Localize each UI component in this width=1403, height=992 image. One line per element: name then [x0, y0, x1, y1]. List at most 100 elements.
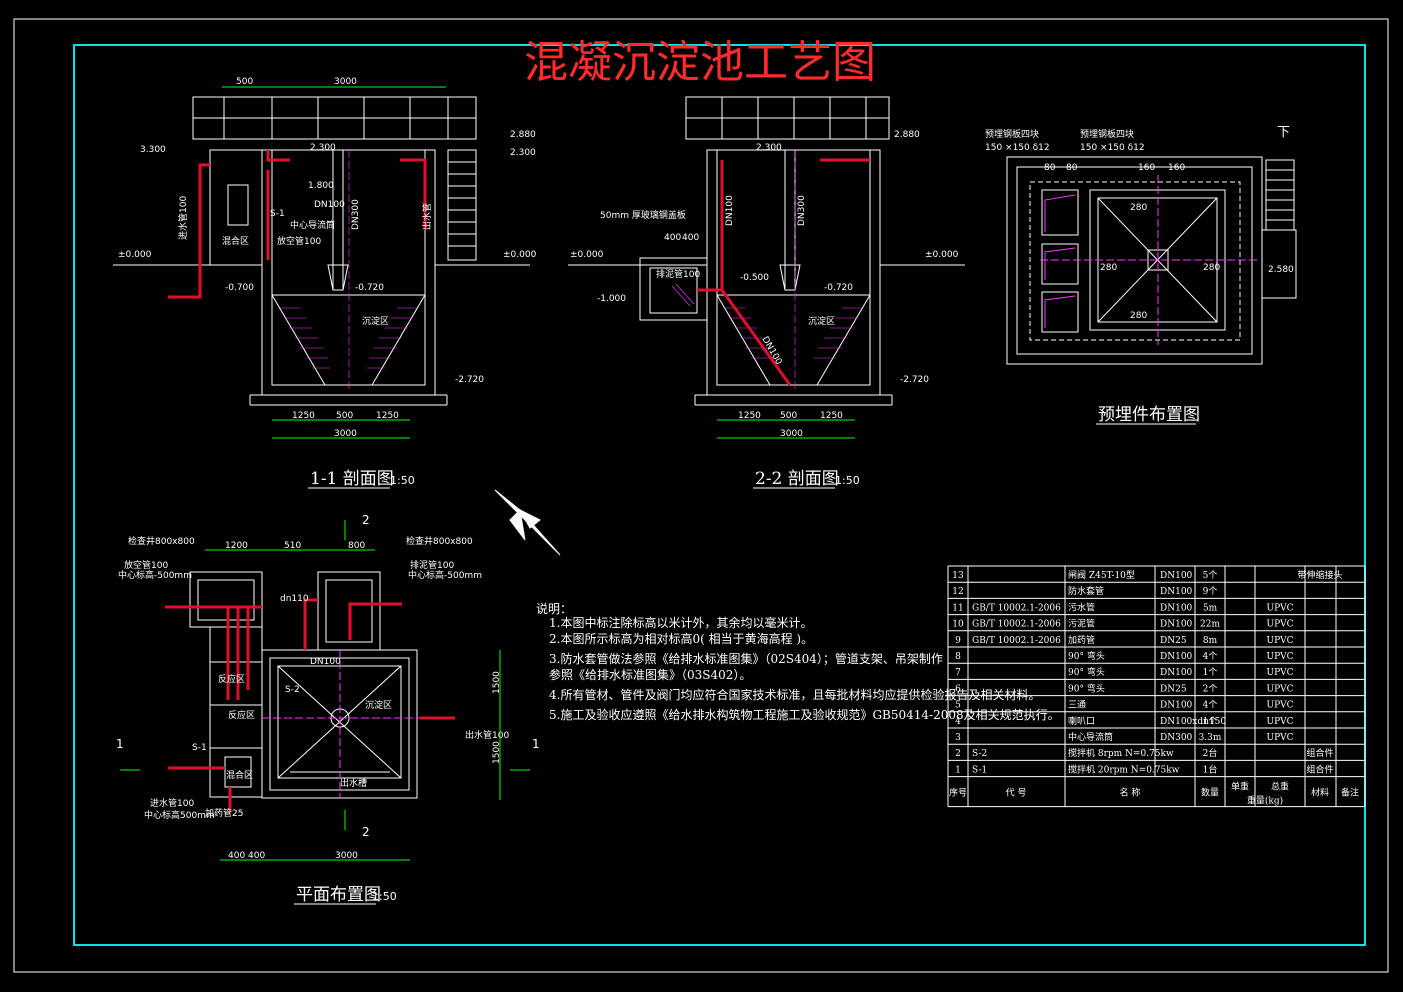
bom-cell-spec: DN100 [1160, 652, 1193, 662]
bom-cell-name: 90° 弯头 [1068, 650, 1105, 662]
svg-text:5.施工及验收应遵照《给水排水构筑物工程施工及验收规范》GB: 5.施工及验收应遵照《给水排水构筑物工程施工及验收规范》GB50414-2008… [549, 707, 1060, 722]
bom-cell-code: S-1 [972, 765, 987, 775]
svg-text:放空管100: 放空管100 [277, 235, 321, 247]
svg-text:中心标高-500mm: 中心标高-500mm [118, 569, 192, 581]
outer-border [13, 18, 1389, 973]
svg-text:±0.000: ±0.000 [570, 250, 604, 260]
section-1-1-text: 500 3000 3.300 2.880 2.300 ±0.000 ±0.000… [118, 77, 537, 489]
drawing-frame [73, 44, 1366, 946]
bom-cell-qty: 1台 [1203, 763, 1218, 775]
svg-text:160: 160 [1138, 163, 1155, 173]
bom-cell-no: 6 [955, 684, 961, 694]
bom-cell-qty: 4个 [1203, 651, 1218, 662]
plan-text: 检查井800x800 放空管100 中心标高-500mm 检查井800x800 … [116, 513, 540, 905]
bom-cell-name: 闸阀 Z45T-10型 [1068, 570, 1135, 581]
bom-cell-material: UPVC [1266, 652, 1293, 662]
svg-text:1250: 1250 [376, 411, 399, 421]
svg-text:沉淀区: 沉淀区 [365, 699, 392, 711]
svg-text:1500: 1500 [492, 741, 502, 764]
svg-text:1-1 剖面图: 1-1 剖面图 [310, 469, 394, 489]
svg-text:沉淀区: 沉淀区 [808, 315, 835, 327]
bom-cell-no: 3 [955, 733, 961, 743]
bom-cell-name: 防水套管 [1068, 585, 1104, 597]
svg-text:预埋钢板四块: 预埋钢板四块 [1080, 128, 1134, 140]
svg-text:4.所有管材、管件及阀门均应符合国家技术标准，且每批材料均应: 4.所有管材、管件及阀门均应符合国家技术标准，且每批材料均应提供检验报告及相关材… [549, 687, 1040, 702]
bom-cell-remark: 带伸缩接头 [1297, 569, 1342, 581]
svg-text:1: 1 [116, 737, 124, 751]
section-1-1-pipes [168, 150, 427, 299]
svg-text:400: 400 [248, 851, 265, 861]
svg-text:1.本图中标注除标高以米计外，其余均以毫米计。: 1.本图中标注除标高以米计外，其余均以毫米计。 [549, 615, 812, 630]
bom-header-no: 序号 [949, 787, 967, 799]
bom-cell-name: 喇叭口 [1068, 715, 1095, 727]
svg-text:2: 2 [362, 513, 370, 527]
svg-text:2.300: 2.300 [510, 148, 536, 158]
bom-cell-qty: 2台 [1203, 747, 1218, 759]
bom-cell-code: GB/T 10002.1-2006 [972, 636, 1061, 646]
svg-text:2.880: 2.880 [510, 130, 536, 140]
bom-cell-qty: 1个 [1203, 667, 1218, 678]
bom-cell-spec: DN100xdn150 [1160, 717, 1226, 727]
svg-text:平面布置图: 平面布置图 [296, 885, 381, 905]
plan-centerlines [262, 650, 420, 798]
svg-text:280: 280 [1203, 263, 1220, 273]
svg-text:280: 280 [1100, 263, 1117, 273]
svg-text:检查井800x800: 检查井800x800 [128, 535, 195, 547]
bom-cell-code: GB/T 10002.1-2006 [972, 620, 1061, 630]
bom-cell-spec: DN100 [1160, 571, 1193, 581]
svg-text:-1.000: -1.000 [597, 294, 626, 304]
svg-text:排泥管100: 排泥管100 [410, 559, 454, 571]
svg-text:80: 80 [1066, 163, 1078, 173]
bom-cell-qty: 8m [1203, 636, 1218, 646]
bom-cell-no: 9 [955, 636, 961, 646]
bom-cell-material: UPVC [1266, 603, 1293, 613]
bom-cell-material: UPVC [1266, 733, 1293, 743]
svg-text:预埋件布置图: 预埋件布置图 [1098, 405, 1200, 425]
bom-header-total-weight: 总重 [1271, 781, 1289, 793]
bom-cell-remark: 组合件 [1306, 763, 1333, 775]
svg-text:2.300: 2.300 [756, 143, 782, 153]
svg-text:-0.700: -0.700 [225, 283, 254, 293]
bom-cell-no: 1 [955, 765, 961, 775]
svg-text:50mm 厚玻璃钢盖板: 50mm 厚玻璃钢盖板 [600, 209, 686, 221]
bom-cell-name: 污泥管 [1068, 618, 1095, 630]
bom-header-material: 材料 [1311, 787, 1329, 799]
svg-text:400: 400 [664, 233, 681, 243]
svg-text:DN300: DN300 [351, 199, 361, 230]
bom-cell-code: GB/T 10002.1-2006 [972, 603, 1061, 613]
compass-icon [494, 489, 561, 556]
bom-cell-no: 2 [955, 749, 961, 759]
svg-text:400: 400 [228, 851, 245, 861]
svg-text:800: 800 [348, 541, 365, 551]
svg-text:3000: 3000 [334, 429, 357, 439]
svg-text:S-1: S-1 [192, 743, 207, 753]
bom-cell-spec: DN25 [1160, 636, 1187, 646]
bom-cell-material: UPVC [1266, 684, 1293, 694]
embedded-centerlines [1040, 175, 1260, 345]
svg-text:-2.720: -2.720 [455, 375, 484, 385]
svg-text:中心导流筒: 中心导流筒 [290, 219, 335, 231]
bom-header-weight-kg: 重量(kg) [1247, 795, 1283, 807]
bom-cell-spec: DN100 [1160, 603, 1193, 613]
embedded-text: 预埋钢板四块 150 ×150 δ12 预埋钢板四块 150 ×150 δ12 … [985, 125, 1294, 425]
svg-text:3000: 3000 [780, 429, 803, 439]
svg-text:280: 280 [1130, 311, 1147, 321]
svg-text:2.580: 2.580 [1268, 265, 1294, 275]
bom-cell-no: 7 [955, 668, 961, 678]
svg-text:-0.720: -0.720 [355, 283, 384, 293]
bom-cell-name: 三通 [1068, 700, 1086, 711]
bom-cell-no: 5 [955, 701, 961, 711]
svg-text:中心标高-500mm: 中心标高-500mm [408, 569, 482, 581]
svg-text:3000: 3000 [335, 851, 358, 861]
bom-cell-spec: DN100 [1160, 587, 1193, 597]
drawing-title: 混凝沉淀池工艺图 [524, 37, 876, 88]
svg-text:进水管100: 进水管100 [177, 196, 189, 240]
svg-text:80: 80 [1044, 163, 1056, 173]
bom-cell-qty: 5个 [1203, 570, 1218, 581]
bom-cell-spec: DN100 [1160, 668, 1193, 678]
bom-cell-qty: 3.3m [1199, 733, 1222, 743]
svg-text:280: 280 [1130, 203, 1147, 213]
svg-text:2.本图所示标高为相对标高0( 相当于黄海高程: 2.本图所示标高为相对标高0( 相当于黄海高程 )。 [549, 631, 813, 646]
svg-text:S-2: S-2 [285, 685, 300, 695]
bom-cell-spec: DN300 [1160, 733, 1193, 743]
